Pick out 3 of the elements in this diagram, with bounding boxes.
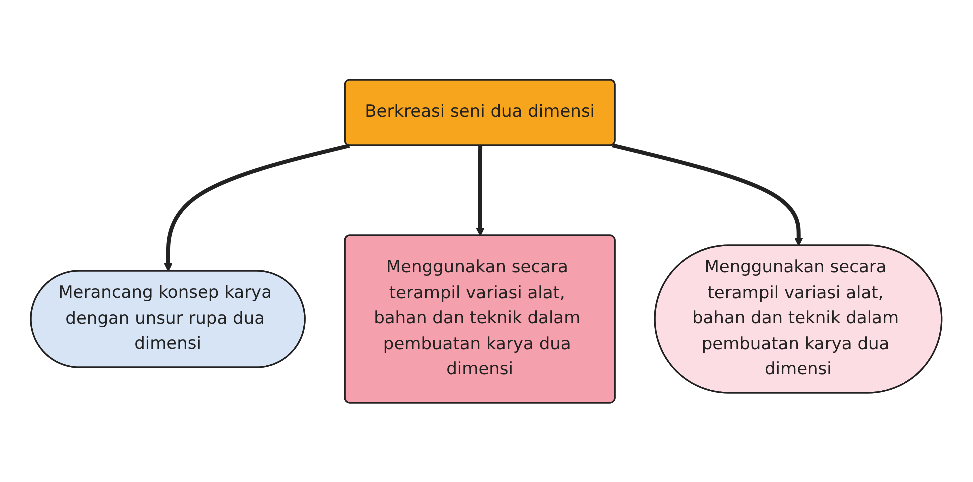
arrow [164,143,350,272]
arrow [612,143,804,246]
arrow [476,145,485,236]
